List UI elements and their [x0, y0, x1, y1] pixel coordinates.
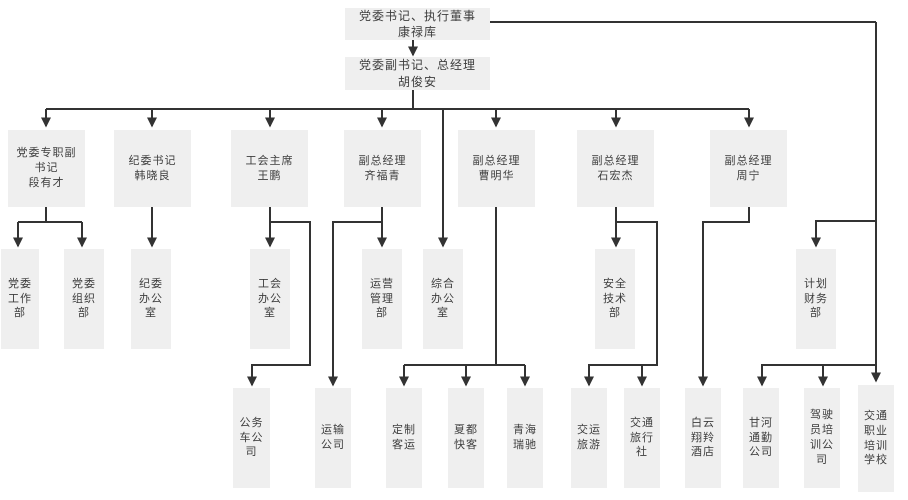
node-label: 交运旅游 [577, 423, 601, 451]
node-deputy-gm-shi: 副总经理 石宏杰 [577, 130, 654, 207]
node-title: 纪委书记 [128, 153, 177, 167]
node-title: 副总经理 [591, 153, 640, 167]
node-sub-qinghai-ruichi: 青海瑞驰 [507, 388, 543, 488]
node-label: 交通旅行社 [630, 415, 654, 459]
node-title: 党委专职副书记 [16, 146, 77, 175]
node-deputy-gm-zhou: 副总经理 周宁 [710, 130, 787, 207]
node-union-chairman: 工会主席 王鹏 [231, 130, 308, 207]
node-label: 定制客运 [392, 423, 416, 451]
node-label: 白云翔羚酒店 [691, 415, 715, 459]
node-label: 党委工作部 [8, 276, 32, 320]
edge-qi-transport [328, 221, 382, 387]
node-title: 副总经理 [724, 153, 773, 167]
edge-zhou-baiyun-hotel [698, 207, 750, 387]
node-party-secretary: 党委书记、执行董事 康禄库 [345, 8, 490, 40]
node-name: 石宏杰 [597, 168, 634, 182]
node-dept-planning-finance: 计划财务部 [796, 249, 836, 349]
node-label: 工会办公室 [258, 276, 282, 320]
node-title: 副总经理 [358, 153, 407, 167]
node-title: 党委书记、执行董事 [358, 8, 476, 23]
node-dept-party-work: 党委工作部 [1, 249, 39, 349]
node-name: 周宁 [736, 168, 761, 182]
node-name: 胡俊安 [397, 74, 437, 89]
node-title: 工会主席 [245, 153, 294, 167]
node-label: 甘河通勤公司 [749, 415, 773, 459]
node-label: 党委组织部 [72, 276, 96, 320]
node-sub-travel-agency: 交通旅行社 [624, 388, 660, 488]
node-title: 党委副书记、总经理 [358, 58, 476, 73]
node-deputy-gm-qi: 副总经理 齐福青 [344, 130, 421, 207]
node-sub-ganhe-commuter-company: 甘河通勤公司 [743, 388, 779, 488]
node-dept-party-organization: 党委组织部 [64, 249, 104, 349]
edge-shi-jiaoyun-tourism [584, 221, 658, 387]
node-name: 康禄库 [397, 25, 437, 39]
rail-duan [18, 207, 82, 223]
node-label: 运输公司 [321, 423, 345, 451]
edge-wang-official-car [247, 221, 311, 387]
node-sub-vocational-training-school: 交通职业培训学校 [858, 385, 894, 492]
node-dept-union-office: 工会办公室 [250, 249, 290, 349]
node-label: 夏都快客 [454, 423, 478, 451]
node-sub-driver-training-company: 驾驶员培训公司 [804, 388, 840, 488]
node-name: 曹明华 [478, 168, 515, 182]
node-sub-xiadu-express: 夏都快客 [448, 388, 484, 488]
node-name: 齐福青 [364, 168, 401, 182]
node-sub-jiaoyun-tourism: 交运旅游 [571, 388, 607, 488]
node-label: 交通职业培训学校 [864, 408, 888, 467]
node-label: 公务车公司 [239, 415, 264, 459]
node-deputy-party-secretary: 党委专职副书记 段有才 [8, 130, 85, 207]
node-dept-operations: 运营管理部 [362, 249, 402, 349]
node-label: 驾驶员培训公司 [810, 408, 834, 466]
node-label: 青海瑞驰 [513, 423, 537, 451]
node-title: 副总经理 [472, 153, 521, 167]
node-label: 安全技术部 [603, 276, 627, 320]
node-dept-safety-tech: 安全技术部 [595, 249, 635, 349]
node-dept-general-office: 综合办公室 [423, 249, 463, 349]
edge-root-ganhe-commuter [757, 364, 876, 387]
node-name: 韩晓良 [134, 168, 171, 182]
node-sub-baiyun-hotel: 白云翔羚酒店 [685, 388, 721, 488]
node-sub-official-car-company: 公务车公司 [233, 388, 270, 488]
node-label: 综合办公室 [431, 276, 455, 320]
node-dept-discipline-office: 纪委办公室 [131, 249, 171, 349]
edge-root-planning-finance [811, 220, 876, 248]
node-label: 纪委办公室 [139, 276, 163, 320]
node-name: 王鹏 [257, 168, 282, 182]
node-label: 计划财务部 [804, 276, 828, 320]
node-deputy-gm-cao: 副总经理 曹明华 [458, 130, 535, 207]
node-label: 运营管理部 [370, 276, 394, 320]
node-name: 段有才 [28, 175, 65, 189]
node-discipline-secretary: 纪委书记 韩晓良 [114, 130, 191, 207]
rail-cao [404, 207, 525, 366]
node-sub-transport-company: 运输公司 [315, 388, 351, 488]
node-general-manager: 党委副书记、总经理 胡俊安 [345, 57, 490, 90]
node-sub-custom-transit: 定制客运 [386, 388, 422, 488]
